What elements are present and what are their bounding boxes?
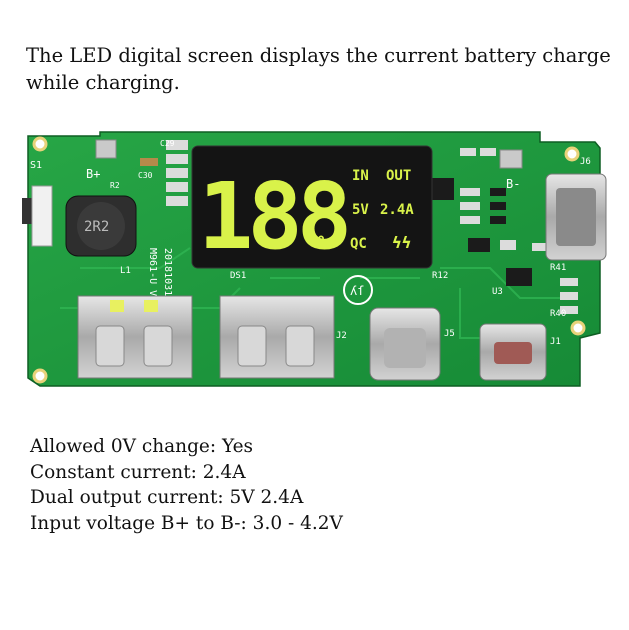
label-s1: S1 <box>30 160 42 171</box>
display-out-label: OUT <box>386 168 411 184</box>
label-u3: U3 <box>492 287 503 297</box>
display-qc-label: QC <box>350 236 367 252</box>
display-in-label: IN <box>352 168 369 184</box>
spec-item: Input voltage B+ to B-: 3.0 - 4.2V <box>30 512 343 534</box>
version-label: M961-U V1.0 <box>147 248 158 314</box>
label-j6: J6 <box>580 157 591 167</box>
mount-hole <box>564 146 580 162</box>
spec-item: Dual output current: 5V 2.4A <box>30 487 304 508</box>
spec-item: Allowed 0V change: Yes <box>30 436 254 457</box>
inductor-label: 2R2 <box>84 219 109 235</box>
label-r40: R40 <box>550 309 566 319</box>
label-j5: J5 <box>444 329 455 339</box>
logo-circle <box>343 275 373 305</box>
spec-list: Allowed 0V change: Yes Constant current:… <box>30 434 343 536</box>
label-c30: C30 <box>138 171 153 180</box>
label-l1: L1 <box>120 266 131 276</box>
top-caption: The LED digital screen displays the curr… <box>26 42 616 96</box>
label-j1: J1 <box>550 337 561 347</box>
label-c29: C29 <box>160 139 175 148</box>
usb-a-port-middle <box>219 295 335 379</box>
mount-hole <box>32 136 48 152</box>
label-j2: J2 <box>336 331 347 341</box>
mount-hole <box>32 368 48 384</box>
label-r2: R2 <box>110 181 120 190</box>
label-r12: R12 <box>432 271 448 281</box>
caption-line-2: while charging. <box>26 71 180 94</box>
label-b-minus: B- <box>506 177 520 191</box>
logo-mark: ʎſ <box>350 284 364 298</box>
led-display: 188 % IN OUT 5V 2.4A QC ϟϟ <box>191 145 433 270</box>
pad-b-plus <box>95 139 117 159</box>
label-b-plus: B+ <box>86 167 100 181</box>
label-r41: R41 <box>550 263 566 273</box>
lightning-icon: ϟϟ <box>392 233 411 252</box>
display-voltage: 5V <box>352 202 369 218</box>
display-percent: % <box>318 232 329 253</box>
caption-line-1: The LED digital screen displays the curr… <box>26 44 611 67</box>
usb-c-port-j5 <box>369 307 441 381</box>
spec-item: Constant current: 2.4A <box>30 461 246 483</box>
label-ds1: DS1 <box>230 271 246 281</box>
pcb-board-drawing: S1 B+ 2R2 L1 M961-U V1.0 20181031 <box>22 131 607 387</box>
switch-s1 <box>22 198 32 224</box>
usb-a-port-left <box>77 295 193 379</box>
display-current: 2.4A <box>380 202 414 218</box>
pcb-board-photo: S1 B+ 2R2 L1 M961-U V1.0 20181031 <box>20 128 610 398</box>
mount-hole <box>570 320 586 336</box>
micro-usb-port-j1 <box>479 323 547 381</box>
date-label: 20181031 <box>162 248 173 296</box>
pad-b-minus <box>499 149 523 169</box>
display-digits: 188 <box>198 163 347 270</box>
smd-components <box>140 140 578 314</box>
